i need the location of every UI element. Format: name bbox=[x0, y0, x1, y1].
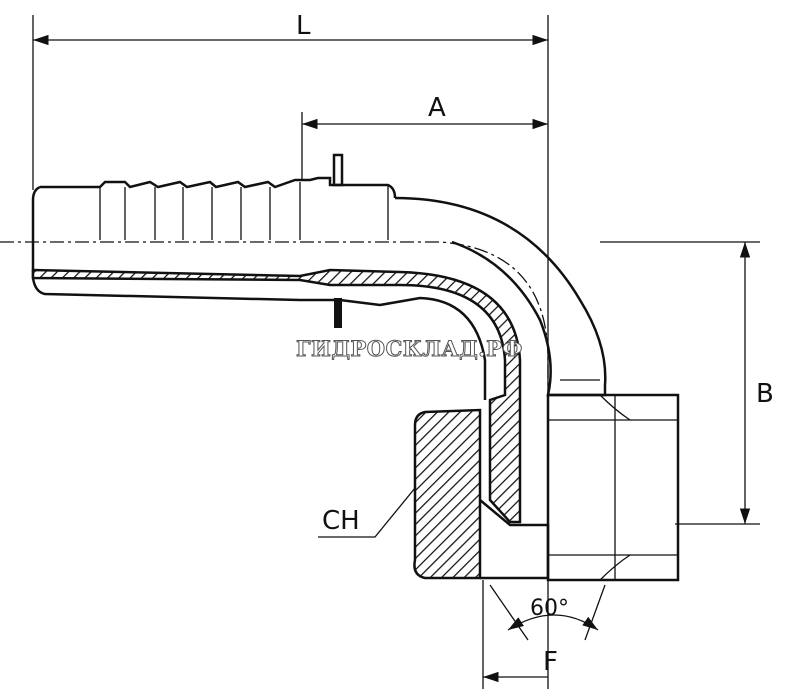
elbow-outline bbox=[394, 196, 607, 397]
hex-nut bbox=[546, 393, 680, 582]
dimension-b: B bbox=[600, 241, 774, 525]
label-f: F bbox=[543, 647, 558, 677]
hose-tail bbox=[31, 153, 397, 328]
dimension-f: F bbox=[482, 580, 558, 689]
label-ch: CH bbox=[322, 506, 360, 536]
dimension-angle: 60° bbox=[489, 584, 606, 641]
swivel-nut-section bbox=[413, 408, 482, 580]
label-a: A bbox=[428, 93, 446, 123]
label-l: L bbox=[296, 11, 311, 41]
dimension-a: A bbox=[301, 93, 548, 180]
watermark: ГИДРОСКЛАД.РФ bbox=[296, 336, 523, 361]
label-b: B bbox=[756, 379, 774, 409]
collar-tab-section bbox=[334, 298, 342, 328]
collar-tab bbox=[332, 153, 344, 187]
section-wall bbox=[31, 268, 522, 524]
label-angle: 60° bbox=[530, 596, 569, 621]
